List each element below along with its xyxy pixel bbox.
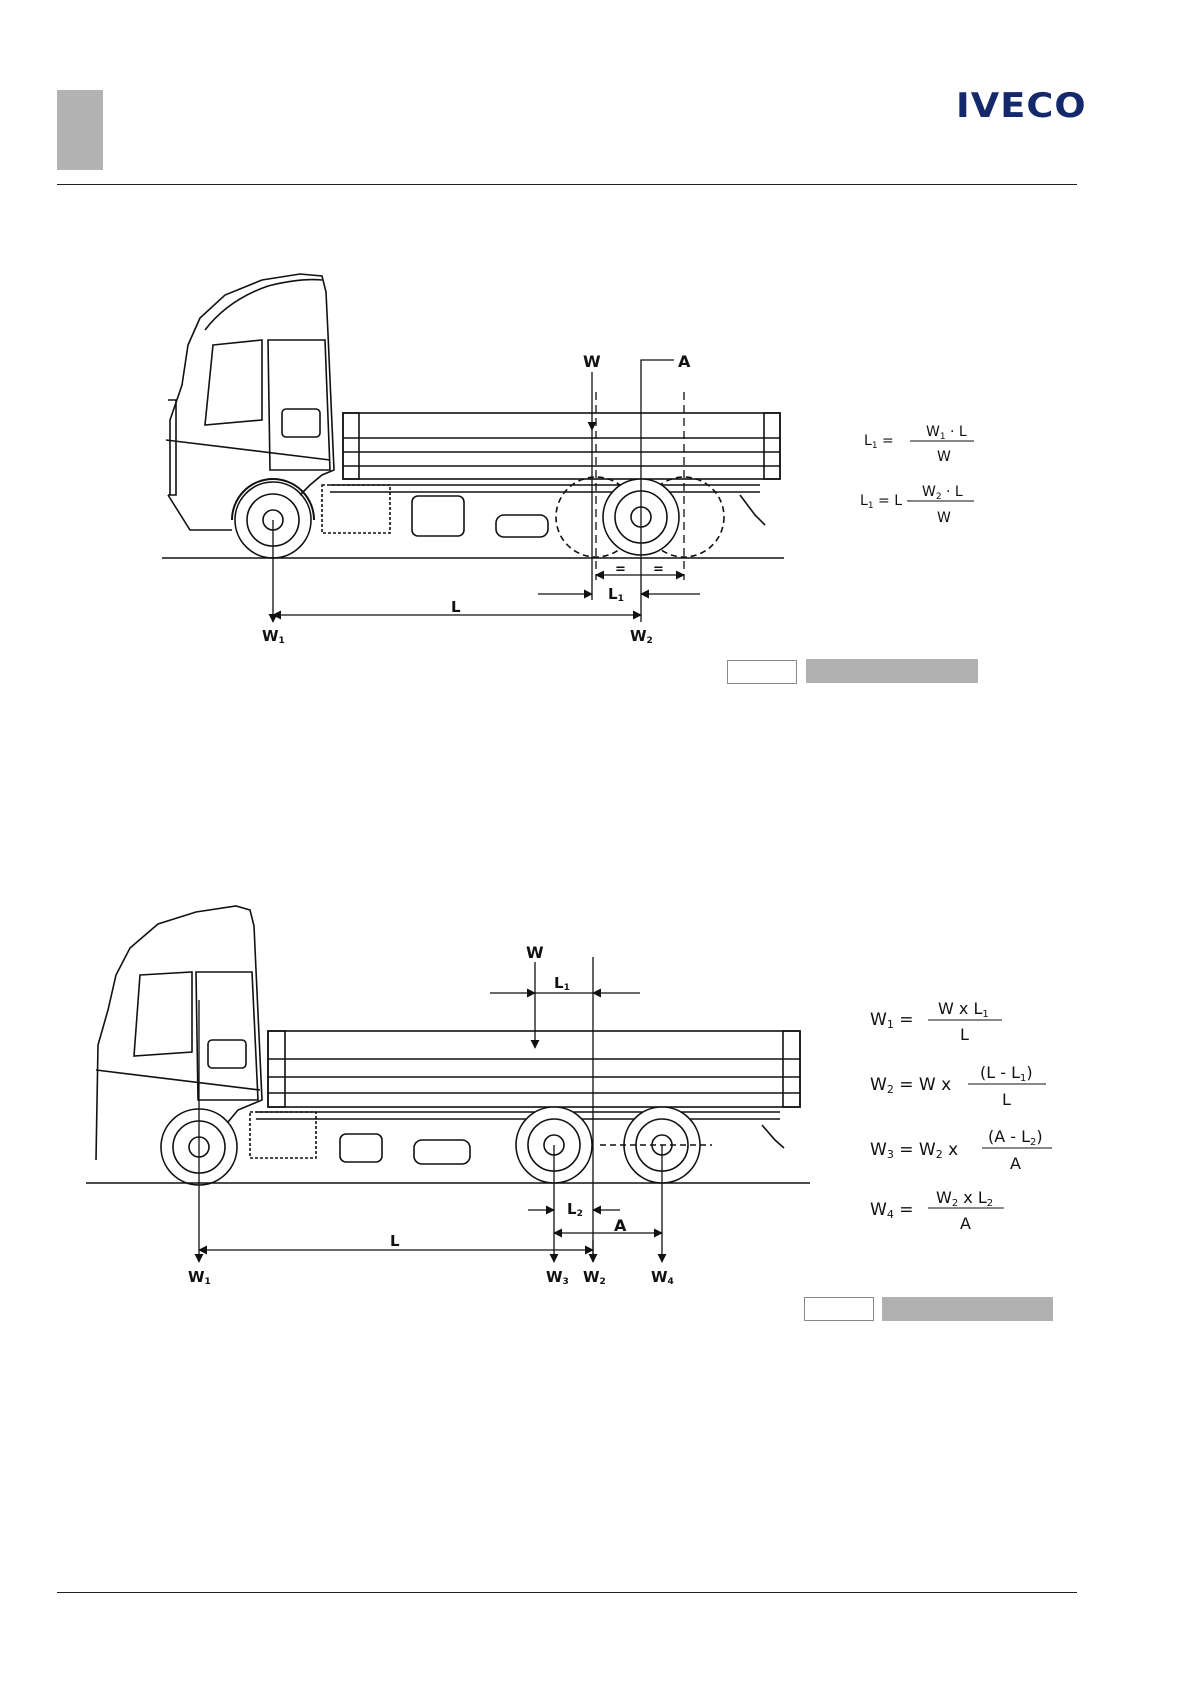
label-W2-2: W2 — [583, 1268, 606, 1287]
figure-2-formula-W1: W1 = W x L1 L — [870, 999, 1002, 1044]
label-W3-2: W3 — [546, 1268, 569, 1287]
svg-text:(A - L2): (A - L2) — [988, 1127, 1043, 1148]
svg-text:W2 x L2: W2 x L2 — [936, 1188, 993, 1209]
svg-text:L: L — [1002, 1090, 1011, 1109]
svg-text:W1 =: W1 = — [870, 1010, 913, 1031]
figure-2-formula-W2: W2 = W x (L - L1) L — [870, 1063, 1046, 1109]
label-A-2: A — [614, 1216, 627, 1235]
cab-side-vent-2 — [208, 1040, 246, 1068]
svg-text:W x L1: W x L1 — [938, 999, 989, 1020]
svg-text:A: A — [960, 1214, 971, 1233]
figure-2-formula-W4: W4 = W2 x L2 A — [870, 1188, 1004, 1233]
label-W1-2: W1 — [188, 1268, 211, 1287]
figure-2-three-axle-truck-diagram: W L1 L2 A L W1 W3 W2 W4 W1 = W x L1 L W2… — [0, 0, 1192, 1320]
svg-text:W3 = W2 x: W3 = W2 x — [870, 1140, 958, 1161]
label-W4-2: W4 — [651, 1268, 674, 1287]
label-L2-2: L2 — [567, 1200, 583, 1219]
truck-drawing-2 — [96, 906, 800, 1185]
svg-text:L: L — [960, 1025, 969, 1044]
figure-2-formula-W3: W3 = W2 x (A - L2) A — [870, 1127, 1052, 1173]
svg-text:W4 =: W4 = — [870, 1200, 913, 1221]
footer-rule — [57, 1592, 1077, 1593]
cab-window-2 — [134, 972, 192, 1056]
label-W-2: W — [526, 943, 544, 962]
svg-text:A: A — [1010, 1154, 1021, 1173]
fuel-tank-2 — [340, 1134, 382, 1162]
label-L1-2: L1 — [554, 974, 570, 993]
figure-2-dimensions — [199, 957, 662, 1262]
figure-2-ref-box — [804, 1297, 874, 1321]
svg-text:W2 = W x: W2 = W x — [870, 1075, 951, 1096]
svg-text:(L - L1): (L - L1) — [980, 1063, 1033, 1084]
figure-2-caption-bar — [882, 1297, 1053, 1321]
air-tank-2 — [414, 1140, 470, 1164]
cab-door-2 — [196, 972, 258, 1100]
label-L-2: L — [390, 1232, 400, 1250]
cargo-body-2 — [268, 1031, 800, 1107]
